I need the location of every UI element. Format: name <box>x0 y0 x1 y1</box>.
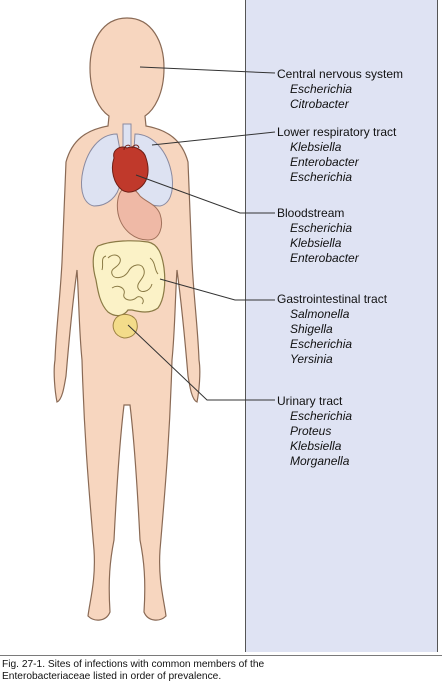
organism: Enterobacter <box>290 251 359 265</box>
organism: Escherichia <box>290 337 353 351</box>
organism: Escherichia <box>290 170 353 184</box>
organism: Escherichia <box>290 82 353 96</box>
left-lung <box>81 133 121 207</box>
site-name: Gastrointestinal tract <box>277 292 388 306</box>
site-lower-respiratory-tract: Lower respiratory tract Klebsiella Enter… <box>277 125 396 185</box>
leader-line-cns <box>139 66 276 74</box>
site-name: Lower respiratory tract <box>277 125 397 139</box>
leader-line-urinary <box>127 324 275 401</box>
figure: Central nervous system Escherichia Citro… <box>0 0 442 656</box>
site-gastrointestinal-tract: Gastrointestinal tract Salmonella Shigel… <box>277 292 387 367</box>
leader-line-gastrointestinal <box>159 278 275 301</box>
leader-line-bloodstream <box>135 174 275 214</box>
small-intestine <box>101 254 159 305</box>
organism: Salmonella <box>290 307 350 321</box>
organism: Proteus <box>290 424 332 438</box>
organism: Shigella <box>290 322 333 336</box>
bladder <box>112 313 138 339</box>
caption-line: Fig. 27-1. Sites of infections with comm… <box>2 659 265 670</box>
leader-line-lower-respiratory <box>151 131 276 146</box>
heart-vessels <box>123 144 140 151</box>
stomach <box>116 187 162 241</box>
organism: Morganella <box>290 454 350 468</box>
site-bloodstream: Bloodstream Escherichia Klebsiella Enter… <box>277 206 359 266</box>
organism: Escherichia <box>290 409 353 423</box>
figure-caption: Fig. 27-1. Sites of infections with comm… <box>2 659 442 683</box>
site-urinary-tract: Urinary tract Escherichia Proteus Klebsi… <box>277 394 352 469</box>
organism: Escherichia <box>290 221 353 235</box>
label-panel <box>245 0 438 652</box>
site-name: Bloodstream <box>277 206 345 220</box>
organism: Citrobacter <box>290 97 349 111</box>
organism: Klebsiella <box>290 140 342 154</box>
site-name: Urinary tract <box>277 394 343 408</box>
site-name: Central nervous system <box>277 67 404 81</box>
organism: Klebsiella <box>290 236 342 250</box>
site-central-nervous-system: Central nervous system Escherichia Citro… <box>277 67 403 112</box>
leader-lines <box>127 66 276 401</box>
caption-line: Enterobacteriaceae listed in order of pr… <box>2 671 222 682</box>
organism: Klebsiella <box>290 439 342 453</box>
heart <box>111 146 149 193</box>
anatomy-diagram <box>53 17 276 621</box>
organism: Enterobacter <box>290 155 359 169</box>
large-intestine <box>92 240 166 317</box>
organism: Yersinia <box>290 352 333 366</box>
